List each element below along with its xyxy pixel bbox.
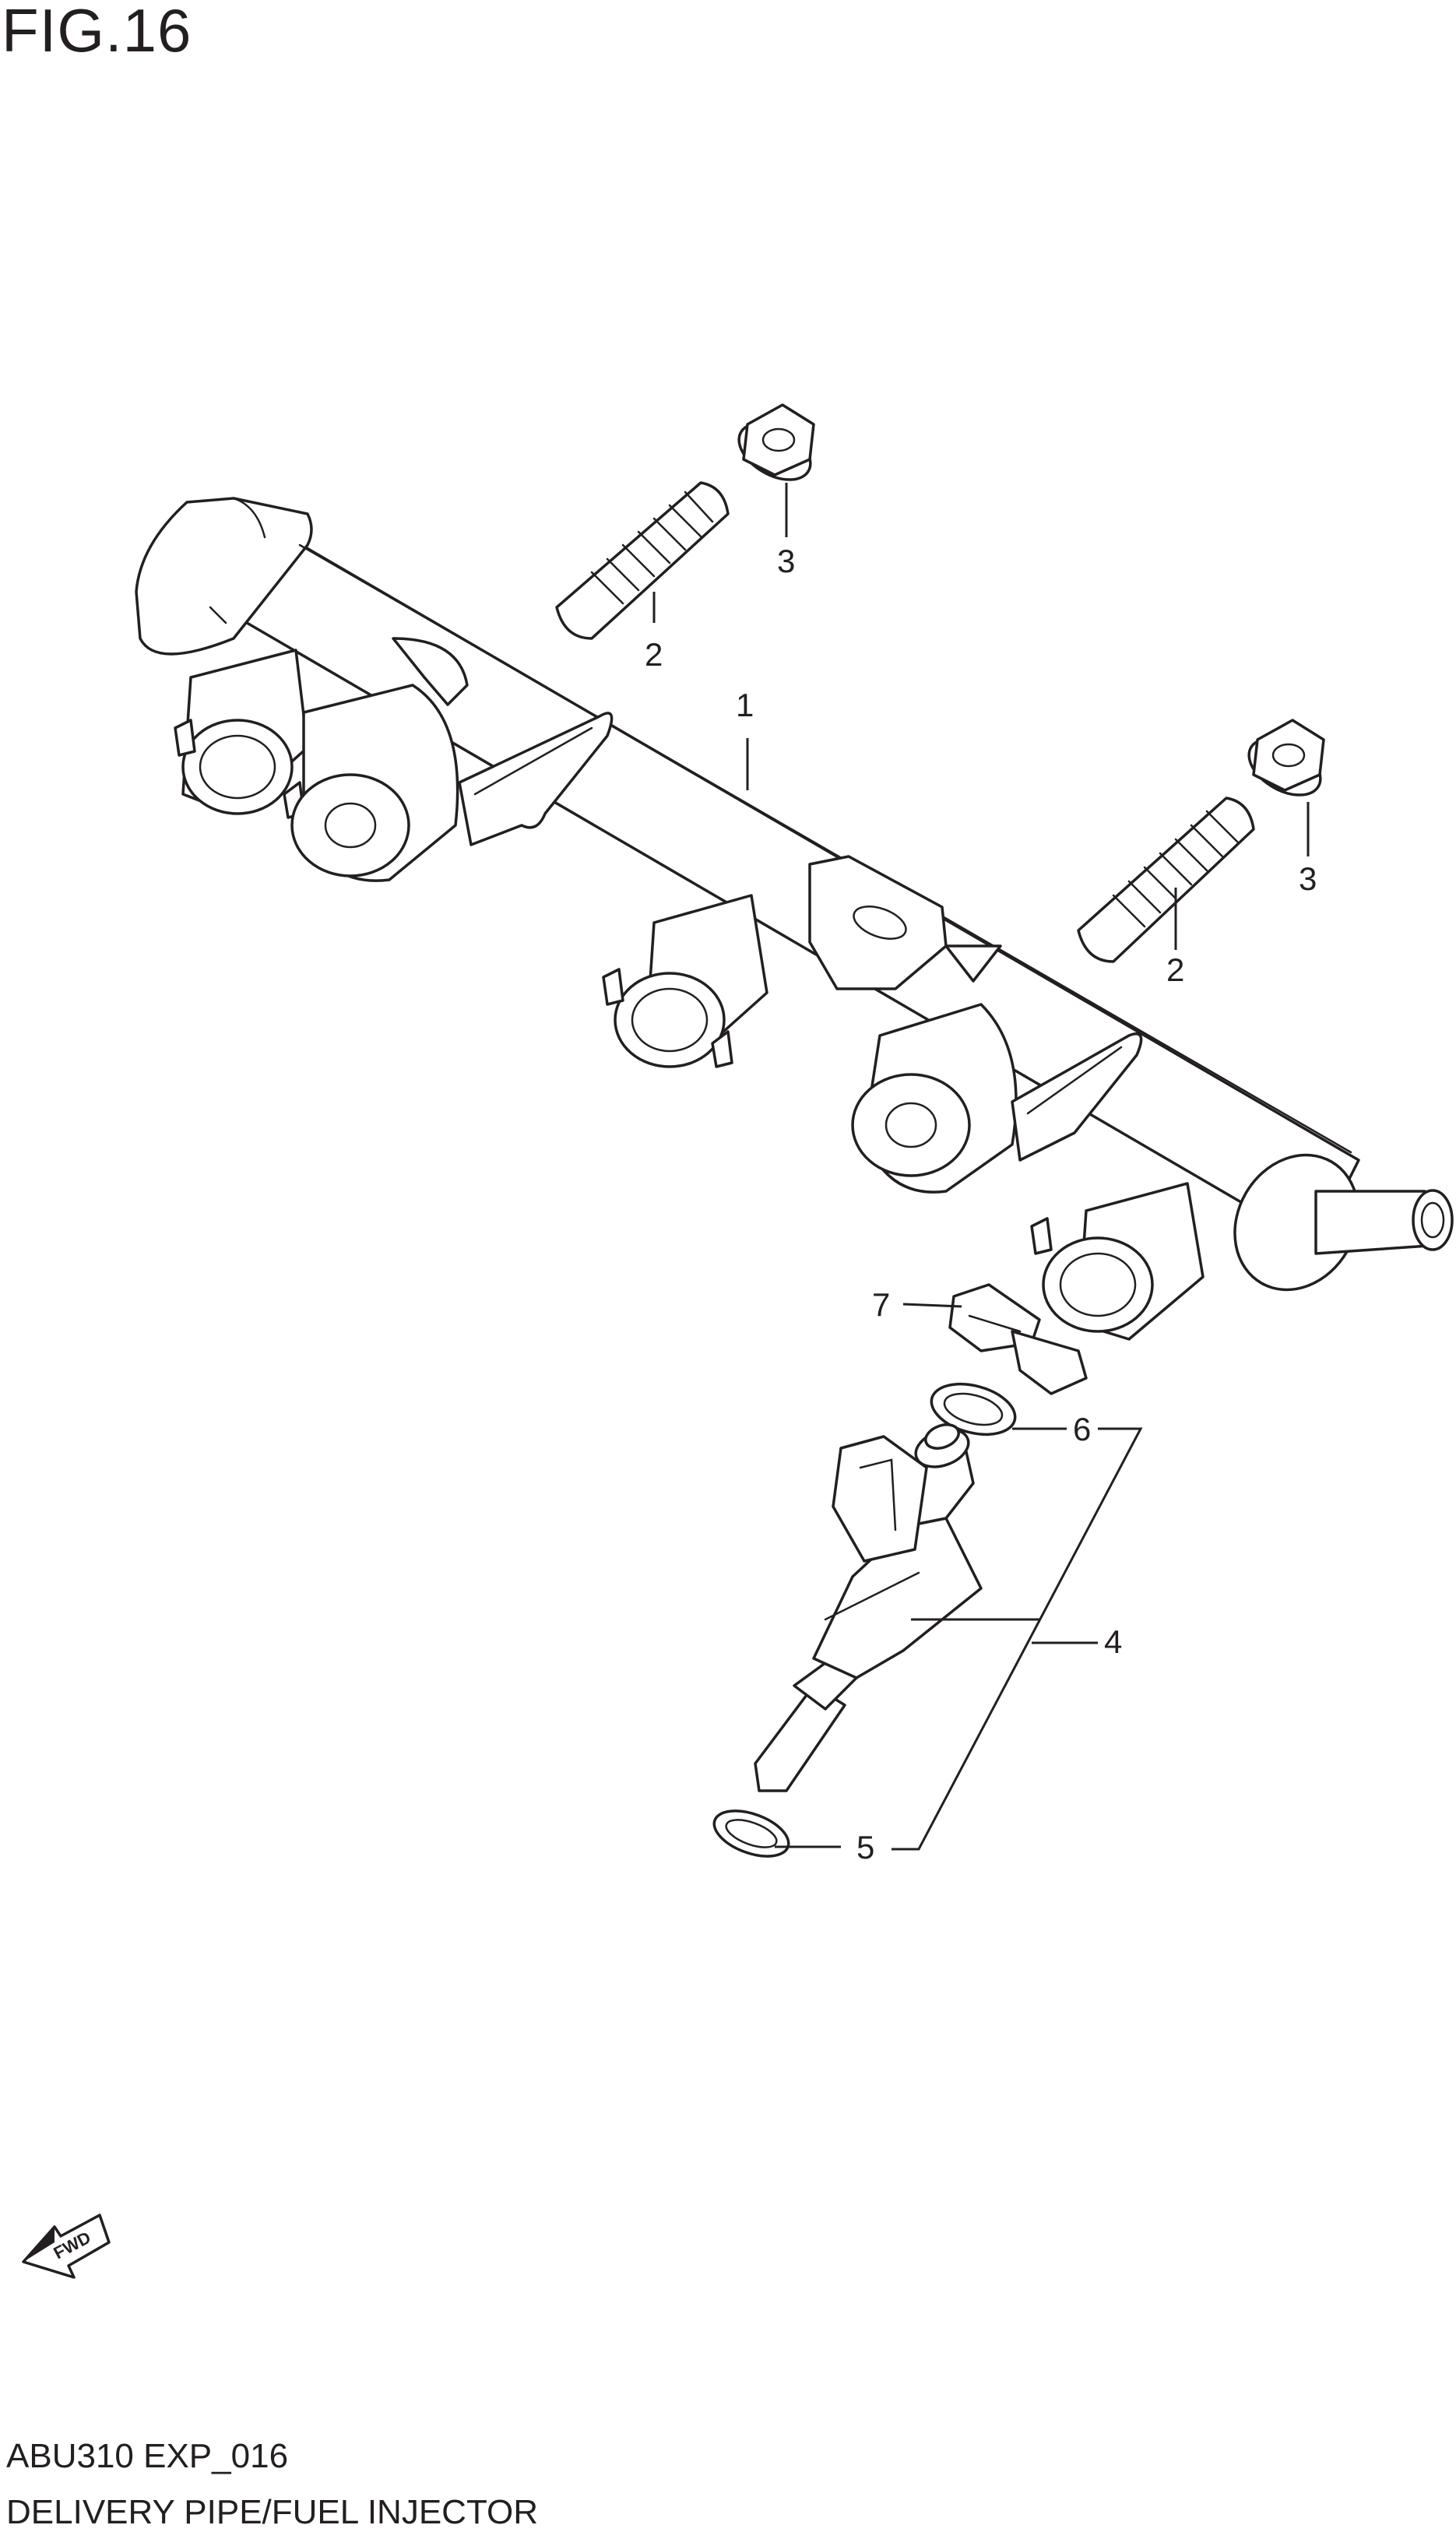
clip[interactable] [948, 1283, 1088, 1395]
figure-title: FIG.16 [2, 0, 192, 65]
delivery-pipe[interactable] [135, 497, 1454, 1312]
fwd-arrow-icon: FWD [22, 2214, 111, 2279]
leader-bracket-4 [892, 1427, 1143, 1851]
fuel-injector[interactable] [754, 1420, 983, 1792]
mounting-bracket-center [808, 855, 1002, 990]
o-ring-upper[interactable] [926, 1376, 1021, 1443]
callout-2-left: 2 [645, 636, 663, 673]
figure-code: ABU310 EXP_016 [6, 2437, 289, 2475]
injector-socket-4 [851, 1003, 1018, 1194]
mounting-tab-right [1011, 1032, 1143, 1162]
callout-4: 4 [1104, 1623, 1122, 1660]
stud-right[interactable] [1077, 797, 1255, 963]
leader-lines [652, 483, 1310, 1851]
callout-7: 7 [872, 1286, 890, 1323]
nut-left[interactable] [730, 403, 821, 491]
figure-name: DELIVERY PIPE/FUEL INJECTOR [6, 2493, 539, 2531]
callout-3-right: 3 [1299, 860, 1317, 897]
stud-left[interactable] [555, 481, 730, 640]
leader-7 [902, 1303, 962, 1308]
callout-1: 1 [736, 687, 754, 723]
mounting-tab-left [458, 712, 614, 846]
injector-socket-2 [290, 637, 469, 882]
injector-socket-3 [602, 894, 768, 1068]
callout-2-right: 2 [1166, 951, 1184, 988]
callout-6: 6 [1073, 1411, 1091, 1447]
callout-3-left: 3 [777, 543, 795, 579]
o-ring-lower[interactable] [708, 1802, 794, 1865]
nut-right[interactable] [1240, 719, 1331, 807]
callout-5: 5 [856, 1829, 874, 1866]
injector-socket-1 [174, 649, 309, 819]
injector-socket-5 [1030, 1182, 1205, 1341]
